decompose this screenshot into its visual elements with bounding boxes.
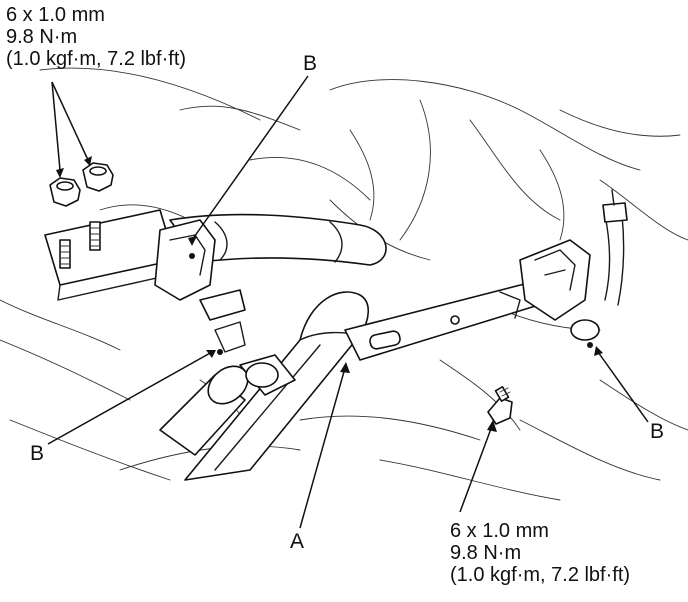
spec-top: 6 x 1.0 mm 9.8 N·m (1.0 kgf·m, 7.2 lbf·f… [6, 4, 186, 70]
callout-b-right: B [650, 420, 665, 443]
spec-bottom-thread: 6 x 1.0 mm [450, 520, 549, 542]
flange-nut-left [49, 177, 81, 207]
right-hose [602, 189, 628, 306]
upper-pipe [169, 213, 387, 266]
callout-b-top: B [303, 52, 318, 75]
leader-b-right [597, 351, 649, 423]
bottom-bolt [487, 386, 513, 425]
callout-b-left: B [30, 442, 45, 465]
left-clamp [154, 219, 246, 353]
flange-nut-right [82, 162, 114, 192]
spec-bottom-torque: 9.8 N·m [450, 542, 522, 564]
spec-bottom: 6 x 1.0 mm 9.8 N·m (1.0 kgf·m, 7.2 lbf·f… [450, 520, 630, 586]
stud-left [59, 239, 71, 269]
lower-pipe [159, 354, 296, 456]
callout-a: A [290, 530, 305, 553]
leader-b-left [47, 351, 213, 445]
stud-right [89, 221, 101, 251]
leader-lines [47, 75, 649, 529]
leader-b-top [191, 75, 309, 241]
leader-top-spec-2 [51, 81, 89, 161]
leader-top-spec-1 [51, 81, 61, 171]
leader-a [299, 367, 346, 529]
leader-bottom-spec [459, 425, 493, 513]
spec-top-torque: 9.8 N·m [6, 26, 78, 48]
spec-bottom-torque-alt: (1.0 kgf·m, 7.2 lbf·ft) [450, 564, 631, 586]
spec-top-torque-alt: (1.0 kgf·m, 7.2 lbf·ft) [6, 48, 187, 70]
spec-top-thread: 6 x 1.0 mm [6, 4, 105, 26]
right-clamp [519, 239, 600, 341]
